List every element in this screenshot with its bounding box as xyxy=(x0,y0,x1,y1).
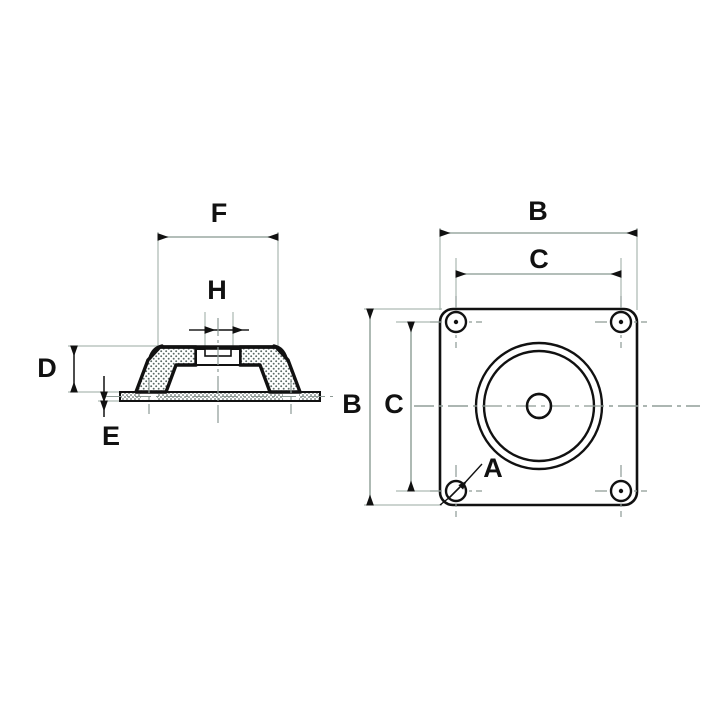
dimension-F: F xyxy=(157,198,279,241)
dimension-B-horizontal: B xyxy=(439,196,638,237)
dimension-D-label: D xyxy=(37,353,57,383)
plan-view: B C B C xyxy=(342,196,700,517)
callout-A-label: A xyxy=(483,453,503,483)
dimension-C-vertical-label: C xyxy=(384,389,404,419)
dimension-C-vertical: C xyxy=(384,321,415,492)
mounting-holes-group xyxy=(444,310,633,503)
mounting-hole-top-right xyxy=(609,310,633,334)
center-boss-bore-overlay xyxy=(525,392,553,420)
callout-A: A xyxy=(439,453,503,506)
center-boss-rings xyxy=(474,341,604,471)
dimension-C-horizontal-label: C xyxy=(529,244,549,274)
dimension-D: D xyxy=(37,345,78,393)
dimension-H-label: H xyxy=(207,275,227,305)
dimension-E-label: E xyxy=(102,421,120,451)
side-elevation-view: F H D E xyxy=(37,198,336,451)
dimension-H: H xyxy=(189,275,249,334)
callout-A-leader-line xyxy=(458,463,483,490)
rubber-body-corner-right xyxy=(272,344,288,360)
plan-view-extension-lines xyxy=(364,228,638,506)
dimension-C-horizontal: C xyxy=(455,244,622,278)
dimension-B-horizontal-label: B xyxy=(528,196,548,226)
dimension-E: E xyxy=(100,376,120,451)
callout-A-leader-tail xyxy=(439,496,451,506)
rubber-body-corner-left xyxy=(148,344,164,360)
dimension-B-vertical: B xyxy=(342,308,374,506)
mounting-hole-bottom-right xyxy=(609,479,633,503)
dimension-F-label: F xyxy=(211,198,228,228)
mounting-hole-top-left xyxy=(444,310,468,334)
dimension-B-vertical-label: B xyxy=(342,389,362,419)
